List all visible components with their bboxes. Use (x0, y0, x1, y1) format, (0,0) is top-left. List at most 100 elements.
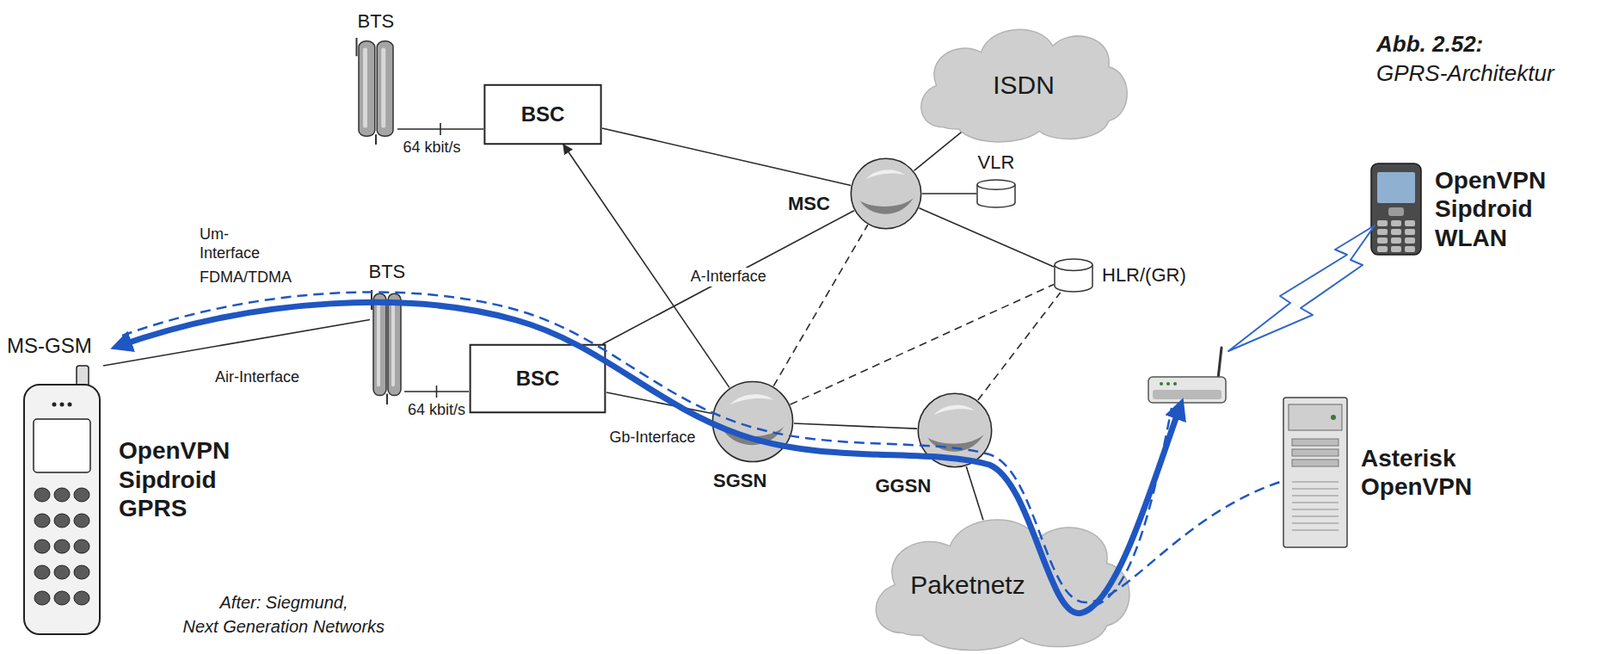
connector (914, 125, 970, 171)
node-label: HLR/(GR) (1101, 264, 1187, 287)
phone-key (1390, 246, 1402, 253)
circle-shading (927, 434, 984, 452)
phone-key (1404, 246, 1416, 253)
server-panel (1288, 404, 1342, 431)
box-outline (470, 344, 606, 413)
figure-title: GPRS-Architektur (1376, 60, 1555, 87)
node-text: BSC (521, 102, 566, 128)
source-note: After: Siegmund, (220, 591, 349, 613)
phone-key (34, 590, 50, 605)
router-body (1148, 376, 1226, 403)
bsc-box: BSC (483, 84, 603, 145)
server-drive-bay (1292, 438, 1339, 446)
antenna-highlight (381, 48, 386, 129)
phone-key (73, 565, 90, 579)
server-vent (1292, 515, 1339, 517)
interface-label: Um-Interface (199, 225, 260, 263)
edge-label: Gb-Interface (606, 428, 698, 448)
phone-key (1390, 228, 1402, 235)
server-vent (1292, 480, 1339, 483)
edge-label: 64 kbit/s (405, 400, 468, 420)
wireless-bolt (1228, 225, 1375, 351)
server-drive-bay (1292, 459, 1339, 467)
phone-key (54, 565, 70, 579)
server-vent (1292, 501, 1339, 504)
phone-screen (1377, 172, 1416, 204)
interface-label: FDMA/TDMA (199, 268, 292, 288)
antenna-pole (386, 393, 388, 405)
phone-key (73, 590, 90, 605)
antenna-panel (358, 41, 376, 136)
wlan-phone-shape (1369, 161, 1423, 257)
node-label: MS-GSM (6, 333, 93, 359)
server-vent (1292, 494, 1339, 497)
phone-key (34, 513, 50, 528)
isdn-cloud: ISDN (911, 18, 1136, 144)
box-outline (484, 85, 601, 145)
phone-key (1404, 220, 1416, 227)
antenna-pole (375, 134, 377, 145)
edge-label: 64 kbit/s (400, 138, 464, 158)
sgsn-circle: SGSN (711, 380, 794, 463)
phone-key (1377, 220, 1388, 227)
cylinder-top (977, 179, 1016, 190)
circle-highlight (865, 169, 905, 179)
hlr-database-shape (1053, 258, 1094, 293)
gsm-phone-shape (21, 365, 104, 637)
phone-key (1390, 237, 1402, 244)
node-text: BSC (516, 366, 560, 392)
antenna-highlight (391, 301, 395, 388)
msc-circle: MSC (849, 157, 923, 230)
connector (773, 224, 868, 386)
node-label: OpenVPN Sipdroid GPRS (118, 436, 230, 524)
sgsn-circle-shape (711, 380, 794, 463)
phone-key (54, 513, 70, 528)
server-vent (1292, 508, 1339, 511)
bsc-box: BSC (468, 344, 607, 413)
server-case (1283, 397, 1348, 548)
phone-key (1377, 246, 1388, 253)
antenna-panel (387, 293, 401, 395)
phone-speaker (52, 402, 57, 407)
vlr-database-shape (976, 178, 1016, 209)
circle-highlight (933, 405, 975, 416)
packet-network-cloud: Paketnetz (864, 507, 1140, 653)
circle-shading (722, 426, 784, 445)
router-front (1152, 389, 1222, 400)
node-text: Paketnetz (910, 569, 1025, 601)
phone-key (1404, 237, 1416, 244)
antenna-panel (373, 293, 387, 395)
source-note: Next Generation Networks (183, 615, 386, 637)
server-led (1330, 414, 1336, 420)
node-label: MSC (787, 192, 831, 216)
antenna-rod (370, 289, 373, 310)
phone-body (24, 384, 100, 634)
server-vent (1292, 529, 1339, 531)
cylinder-top (1054, 258, 1093, 271)
node-text: ISDN (992, 69, 1055, 101)
connector (790, 283, 1054, 405)
phone-key (1377, 237, 1388, 244)
connector (922, 192, 977, 195)
figure-number: Abb. 2.52: (1376, 30, 1484, 58)
connector (793, 423, 917, 429)
phone-key (1390, 220, 1402, 227)
connector (978, 292, 1061, 400)
phone-nav-key (1388, 207, 1404, 216)
server-vent (1292, 487, 1339, 490)
node-circle (850, 158, 921, 228)
connector (602, 210, 855, 345)
router-antenna (1218, 347, 1222, 379)
router-led (1159, 381, 1164, 386)
edge-label: A-Interface (688, 267, 770, 287)
connector (103, 319, 370, 366)
node-label: OpenVPN Sipdroid WLAN (1434, 166, 1546, 253)
hlr-database: HLR/(GR) (1053, 258, 1094, 293)
cloud-outline (921, 29, 1127, 142)
circle-highlight (729, 393, 775, 406)
connector (919, 208, 1054, 267)
phone-key (1377, 228, 1388, 235)
phone-key (54, 487, 70, 502)
phone-key (54, 539, 70, 554)
